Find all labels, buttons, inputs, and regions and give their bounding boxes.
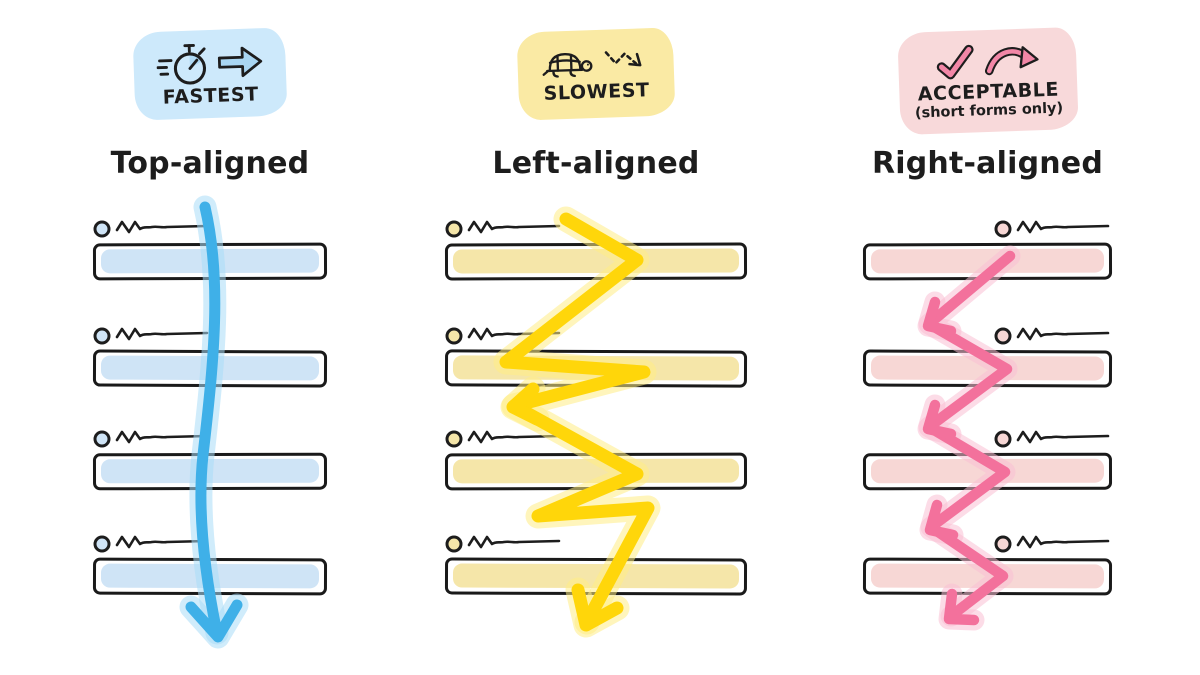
text-input-field-fill	[870, 355, 1105, 381]
text-input-field-fill	[100, 563, 320, 589]
badge-fastest: FASTEST	[132, 27, 288, 121]
field-label-bullet-icon	[93, 220, 111, 238]
text-input-field	[862, 452, 1113, 491]
field-label-bullet-icon	[994, 327, 1012, 345]
field-label-scribble	[994, 220, 1110, 238]
column-heading-right-aligned: Right-aligned	[871, 146, 1104, 181]
text-input-field	[92, 452, 328, 491]
field-label-scribble	[445, 430, 561, 448]
text-input-field-fill	[452, 458, 740, 484]
text-input-field-fill	[870, 458, 1105, 484]
field-label-bullet-icon	[93, 535, 111, 553]
form-rows	[92, 0, 328, 675]
field-label-bullet-icon	[445, 535, 463, 553]
text-input-field	[444, 242, 748, 281]
field-label-scribble	[93, 327, 209, 345]
badge-icons	[934, 41, 1040, 83]
curved-arrow-icon	[983, 45, 1038, 75]
field-label-scribble	[994, 535, 1110, 553]
badge-icons	[540, 43, 652, 83]
field-label-scribble	[445, 220, 561, 238]
text-input-field-fill	[100, 355, 320, 381]
block-arrow-right-icon	[217, 46, 262, 78]
field-label-bullet-icon	[445, 430, 463, 448]
column-left-aligned: SLOWEST Left-aligned	[444, 0, 748, 675]
field-label-bullet-icon	[994, 220, 1012, 238]
badge-slowest: SLOWEST	[516, 27, 676, 121]
text-input-field	[444, 452, 748, 491]
column-heading-left-aligned: Left-aligned	[492, 146, 700, 181]
field-label-bullet-icon	[445, 327, 463, 345]
text-input-field-fill	[870, 248, 1105, 274]
text-input-field	[92, 557, 328, 596]
field-label-scribble	[994, 327, 1110, 345]
field-label-bullet-icon	[445, 220, 463, 238]
text-input-field	[862, 557, 1113, 596]
text-input-field-fill	[870, 563, 1105, 589]
dashed-zigzag-arrow-icon	[604, 51, 641, 67]
column-right-aligned: ACCEPTABLE (short forms only) Right-alig…	[862, 0, 1113, 675]
field-label-scribble	[93, 220, 209, 238]
text-input-field	[444, 557, 748, 596]
text-input-field-fill	[452, 248, 740, 274]
text-input-field	[862, 242, 1113, 281]
badge-acceptable: ACCEPTABLE (short forms only)	[896, 26, 1079, 136]
text-input-field-fill	[100, 458, 320, 484]
turtle-icon	[542, 53, 592, 78]
field-label-scribble	[445, 327, 561, 345]
column-top-aligned: FASTEST Top-aligned	[92, 0, 328, 675]
text-input-field	[92, 349, 328, 388]
stopwatch-icon	[155, 44, 206, 85]
form-rows	[444, 0, 748, 675]
text-input-field-fill	[452, 355, 740, 381]
field-label-bullet-icon	[93, 430, 111, 448]
badge-icons	[155, 39, 263, 87]
field-label-bullet-icon	[994, 535, 1012, 553]
field-label-bullet-icon	[994, 430, 1012, 448]
text-input-field-fill	[100, 248, 320, 274]
field-label-scribble	[445, 535, 561, 553]
text-input-field	[444, 349, 748, 388]
form-rows	[862, 0, 1113, 675]
field-label-bullet-icon	[93, 327, 111, 345]
text-input-field	[92, 242, 328, 281]
field-label-scribble	[994, 430, 1110, 448]
field-label-scribble	[93, 430, 209, 448]
field-label-scribble	[93, 535, 209, 553]
text-input-field	[862, 349, 1113, 388]
text-input-field-fill	[452, 563, 740, 589]
column-heading-top-aligned: Top-aligned	[110, 146, 310, 181]
checkmark-icon	[935, 44, 973, 80]
